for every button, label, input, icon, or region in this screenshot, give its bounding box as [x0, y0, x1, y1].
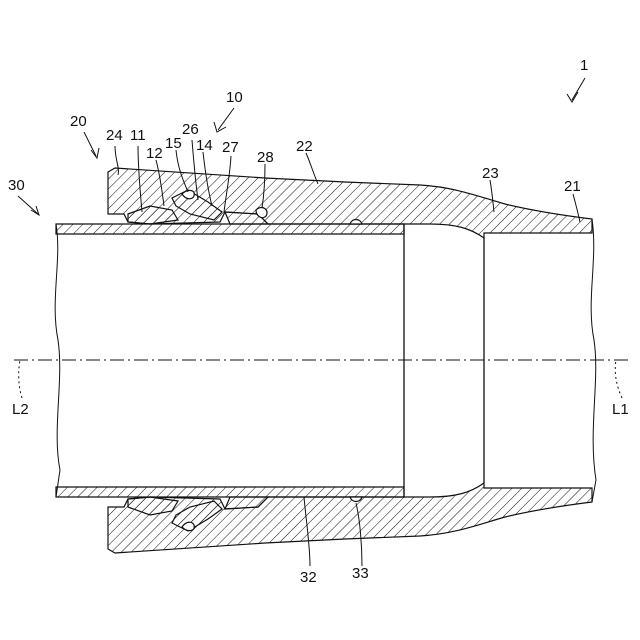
leader-L1: [615, 360, 622, 398]
label-14: 14: [196, 137, 213, 154]
leader-1: [572, 78, 585, 100]
label-30: 30: [8, 177, 25, 194]
label-26: 26: [182, 121, 199, 138]
leader-30: [18, 196, 38, 214]
label-20: 20: [70, 113, 87, 130]
leader-22: [306, 153, 318, 184]
label-1: 1: [580, 57, 588, 74]
label-21: 21: [564, 178, 581, 195]
label-33: 33: [352, 565, 369, 582]
label-28: 28: [257, 149, 274, 166]
label-15: 15: [165, 135, 182, 152]
leader-L2: [19, 360, 22, 398]
label-11: 11: [130, 127, 146, 144]
leader-20: [84, 132, 96, 156]
pipe-upper-wall: [56, 224, 404, 234]
label-32: 32: [300, 569, 317, 586]
label-12: 12: [146, 145, 163, 162]
label-24: 24: [106, 127, 123, 144]
label-L2: L2: [12, 401, 29, 418]
pipe-lower-wall: [56, 487, 404, 497]
label-10: 10: [226, 89, 243, 106]
label-L1: L1: [612, 401, 629, 418]
leader-10: [218, 108, 234, 130]
label-27: 27: [222, 139, 239, 156]
label-22: 22: [296, 138, 313, 155]
label-23: 23: [482, 165, 499, 182]
